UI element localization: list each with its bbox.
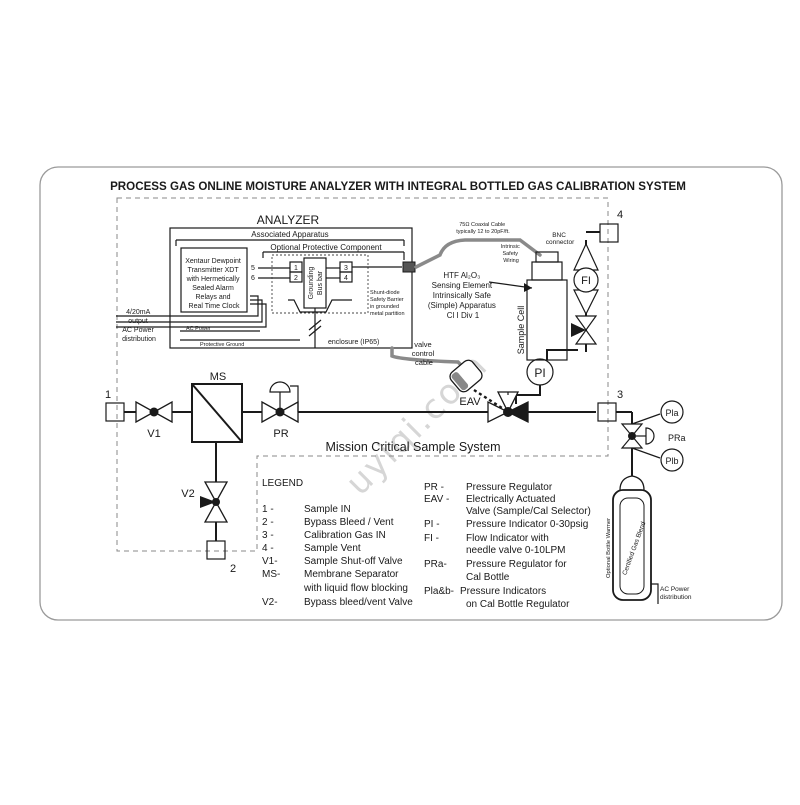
sensing-element-label: HTF Al₂O₃ Sensing Element Intrinsically …	[428, 271, 498, 320]
calibration-gas-bottle: Certified Gas Blend Optional Bottle Warm…	[606, 448, 692, 604]
transmitter-box	[180, 247, 248, 313]
terminal-4: 4	[344, 275, 348, 282]
legend-title: LEGEND	[262, 478, 303, 489]
plb-gauge	[660, 448, 684, 472]
legend-right-key: PR - EAV - PI - FI - PRa- Pla&b-	[424, 482, 454, 597]
eav-label: EAV	[459, 396, 481, 408]
port-1-label: 1	[105, 389, 111, 401]
pra-regulator: PRa	[620, 413, 686, 459]
pla-gauge	[660, 400, 684, 424]
terminal-1: 1	[294, 265, 298, 272]
pra-label: PRa	[668, 433, 686, 443]
terminal-2: 2	[294, 275, 298, 282]
pr-regulator: PR	[261, 381, 299, 440]
v2-valve: V2	[181, 481, 229, 523]
terminal-3: 3	[344, 265, 348, 272]
pla-label: Pla	[665, 408, 678, 418]
legend-left-desc: Sample IN Bypass Bleed / Vent Calibratio…	[303, 504, 413, 608]
port-1	[105, 402, 125, 422]
associated-apparatus-label: Associated Apparatus	[251, 230, 328, 239]
protective-ground-label: Protective Ground	[200, 342, 244, 348]
sample-cell: Sample Cell PI	[516, 251, 568, 386]
analyzer-title: ANALYZER	[257, 213, 320, 227]
pi-label: PI	[534, 366, 545, 380]
sample-cell-label: Sample Cell	[516, 306, 526, 355]
ac-power-label: AC Power	[186, 326, 211, 332]
system-label: Mission Critical Sample System	[325, 440, 500, 454]
terminal-5: 5	[251, 265, 255, 272]
plb-label: Plb	[665, 456, 678, 466]
output-label: 4/20mA output AC Power distribution	[122, 309, 156, 343]
ms-separator: MS	[191, 371, 243, 443]
port-3-label: 3	[617, 389, 623, 401]
analyzer-enclosure	[169, 227, 413, 349]
optional-component-label: Optional Protective Component	[270, 243, 382, 252]
fi-label: FI	[581, 275, 591, 287]
diagram-title: PROCESS GAS ONLINE MOISTURE ANALYZER WIT…	[110, 180, 686, 193]
valve-control-label: valve control cable	[412, 340, 437, 367]
bnc-label: BNC connector	[546, 232, 575, 246]
port-4-label: 4	[617, 209, 623, 221]
enclosure-label: enclosure (IP65)	[328, 339, 379, 346]
pr-label: PR	[273, 428, 288, 440]
transmitter-text: Xentaur Dewpoint Transmitter XDT with He…	[185, 258, 243, 310]
legend: LEGEND 1 - 2 - 3 - 4 - V1- MS- V2- Sampl…	[262, 478, 594, 610]
terminal-6: 6	[251, 275, 255, 282]
v1-valve: V1	[135, 400, 173, 440]
bus-bar-label: Bus bar	[317, 270, 324, 295]
optional-component-box	[271, 254, 369, 314]
grounding-label: Grounding	[308, 267, 315, 300]
bottle-ac-label: AC Power distribution	[660, 586, 692, 601]
ms-label: MS	[210, 371, 227, 383]
legend-left-key: 1 - 2 - 3 - 4 - V1- MS- V2-	[262, 504, 283, 608]
card-frame	[39, 166, 783, 621]
port-2	[206, 540, 226, 560]
port-2-label: 2	[230, 563, 236, 575]
coax-cable	[414, 238, 542, 269]
bottle-warmer-label: Optional Bottle Warmer	[606, 518, 612, 578]
v1-label: V1	[147, 428, 160, 440]
system-boundary	[116, 197, 609, 552]
legend-right-desc: Pressure Regulator Electrically Actuated…	[460, 482, 594, 610]
fi-flow-indicator: FI	[571, 231, 600, 352]
intrinsic-label: Intrinsic Safety Wiring	[501, 244, 521, 264]
coax-label: 75Ω Coaxial Cable typically 12 to 20pF/f…	[456, 222, 510, 235]
port-4	[599, 223, 619, 243]
v2-label: V2	[181, 488, 194, 500]
cable-gland	[402, 261, 416, 273]
eav-valve: EAV	[449, 359, 529, 424]
shunt-barrier-label: Shunt-diode Safety Barrier in grounded m…	[370, 290, 405, 317]
analyzer-block: ANALYZER Associated Apparatus Optional P…	[116, 213, 470, 374]
